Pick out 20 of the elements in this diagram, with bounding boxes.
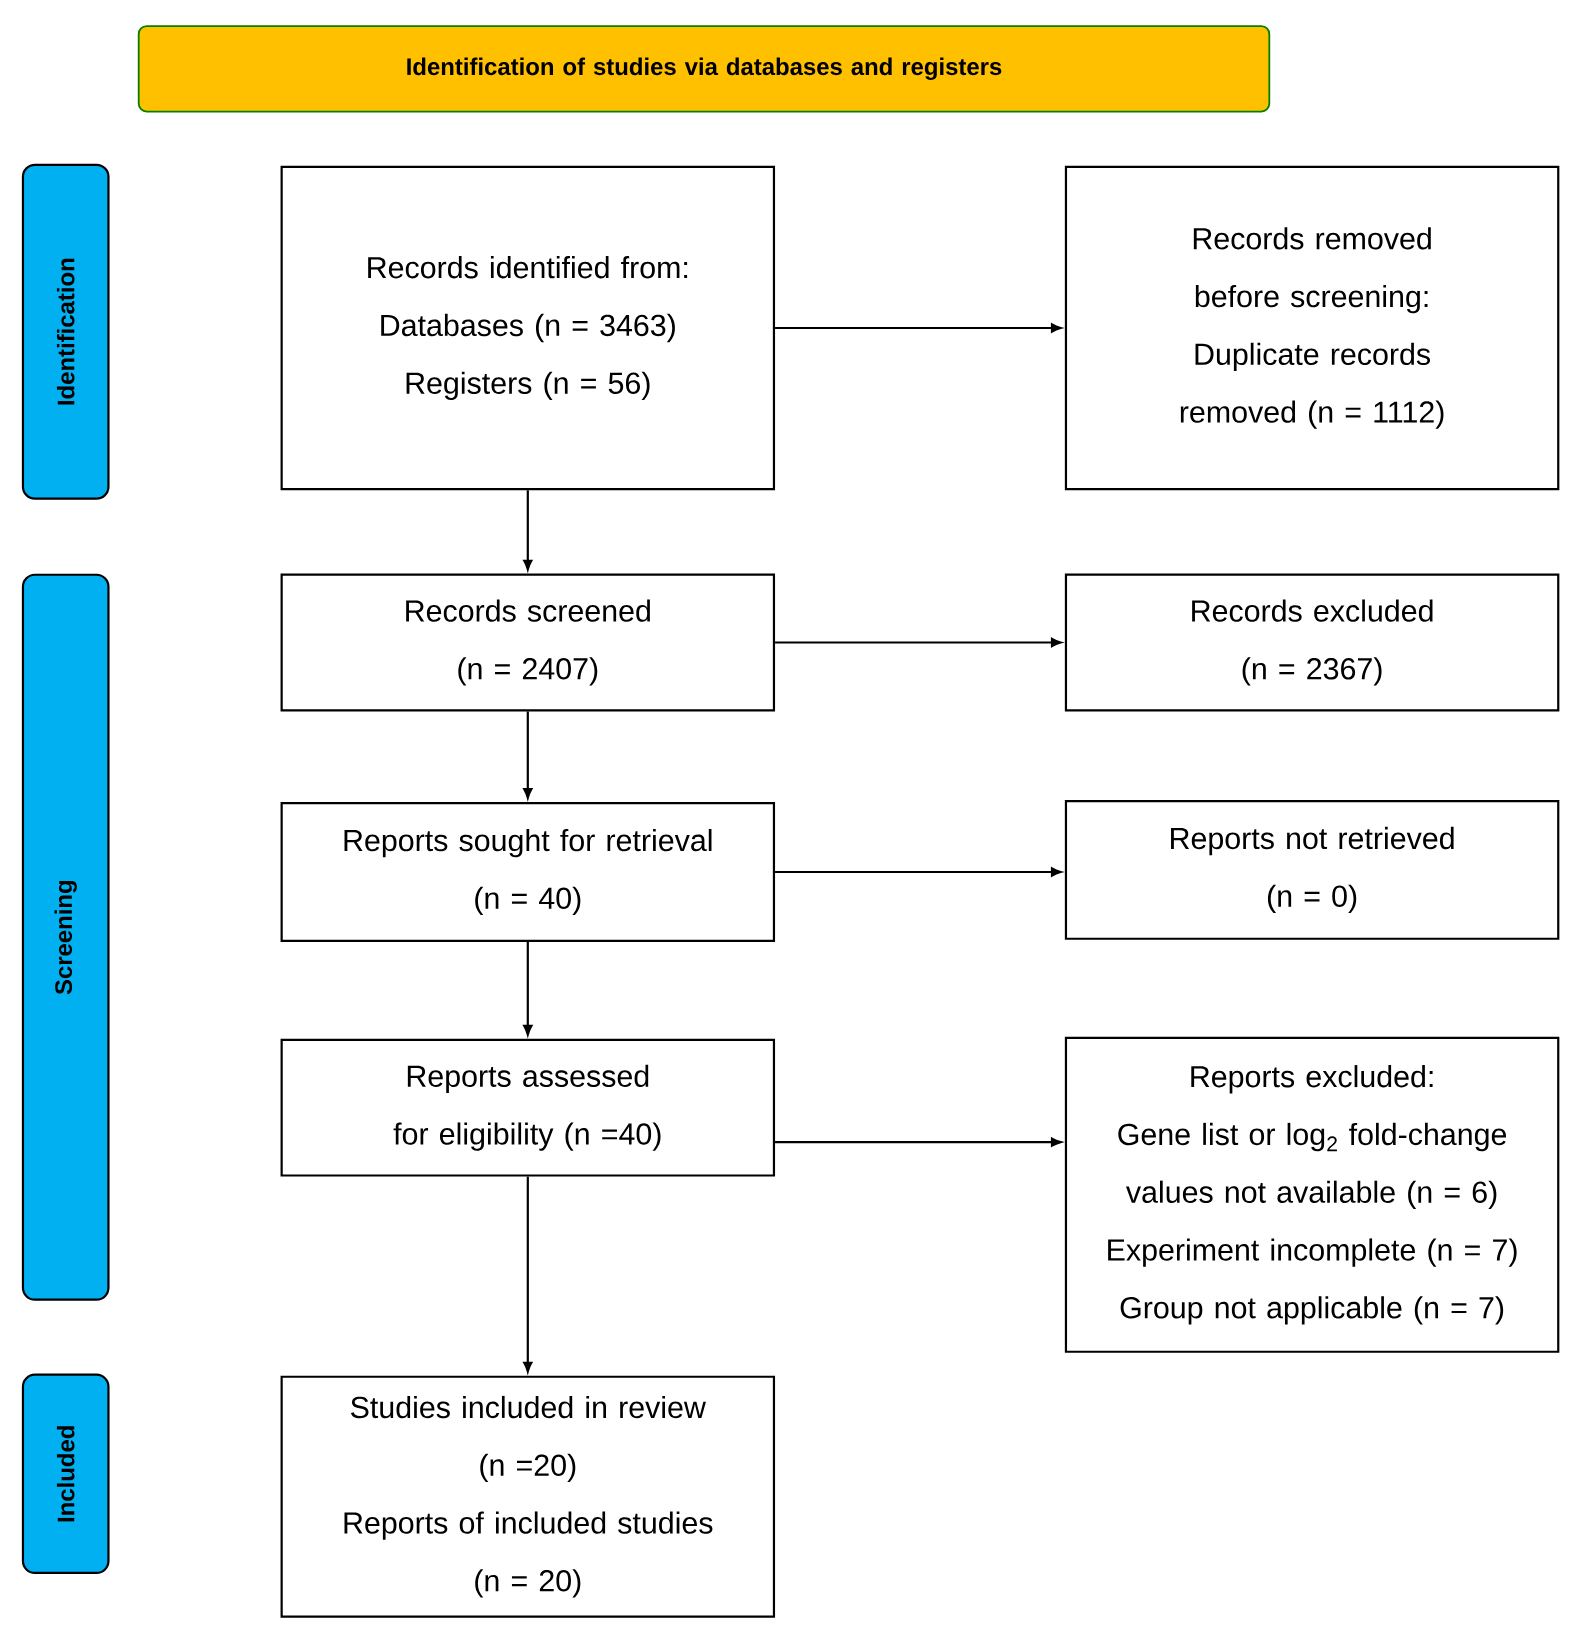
phase-band: Identification — [21, 163, 110, 500]
process-box: Studies included in review (n =20) Reports of included studies (n = 20) — [280, 1375, 776, 1618]
arrow — [775, 323, 1062, 333]
process-box: Reports sought for retrieval (n = 40) — [280, 802, 776, 942]
process-box: Records excluded (n = 2367) — [1064, 573, 1560, 712]
arrow — [775, 867, 1062, 877]
process-box: Records screened (n = 2407) — [280, 573, 776, 712]
phase-band: Included — [21, 1373, 110, 1574]
arrow — [775, 1137, 1062, 1147]
phase-band: Screening — [21, 573, 110, 1301]
arrow — [523, 490, 533, 571]
section-header: Identification of studies via databases and registers — [137, 25, 1271, 113]
process-box: Records removed before screening: Duplicate records removed (n = 1112) — [1064, 165, 1560, 491]
process-box: Records identified from: Databases (n = 3463) Registers (n = 56) — [280, 165, 776, 491]
process-box: Reports excluded: Gene list or log$_{2}$ fold-change values not available (n = 6) Experiment incomplete (n = 7) Group not applicable (n = 7) — [1064, 1036, 1560, 1353]
arrow — [523, 941, 533, 1036]
process-box: Reports not retrieved (n = 0) — [1064, 799, 1560, 940]
process-box: Reports assessed for eligibility (n =40) — [280, 1038, 776, 1177]
arrow — [523, 711, 533, 799]
arrow — [523, 1176, 533, 1373]
